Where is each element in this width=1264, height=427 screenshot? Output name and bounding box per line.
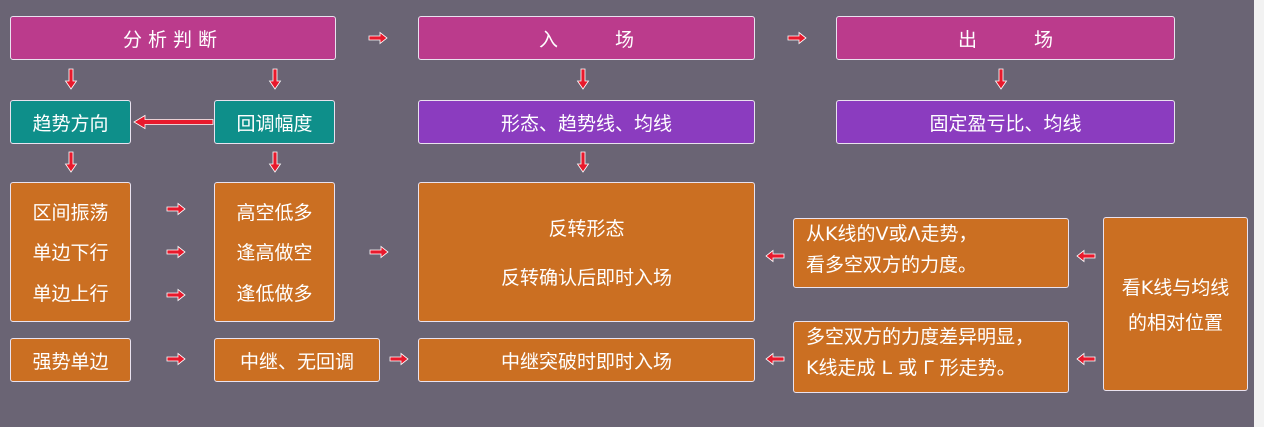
tactic-long-on-dip: 逢低做多 (236, 283, 313, 306)
arrow-lnote-to-relay-entry (765, 353, 785, 365)
relay-entry-box: 中继突破时即时入场 (418, 338, 755, 382)
k-vs-ma-box: 看K线与均线 的相对位置 (1103, 217, 1248, 391)
k-vs-ma-line1: 看K线与均线 (1121, 277, 1230, 299)
tactic-high-short-low-long: 高空低多 (236, 201, 313, 224)
arrow-range-to-tactic (166, 203, 186, 215)
relay-box: 中继、无回调 (214, 338, 380, 382)
market-up: 单边上行 (32, 283, 109, 306)
stage-entry: 入 场 (418, 16, 755, 60)
arrow-analysis-to-entry (368, 32, 388, 44)
stage-analysis: 分析判断 (10, 16, 336, 60)
reversal-entry: 反转确认后即时入场 (500, 267, 672, 289)
k-v-note-box: 从K线的V或Λ走势， 看多空双方的力度。 (793, 218, 1069, 288)
market-range: 区间振荡 (32, 201, 109, 224)
arrow-down-trend (65, 68, 77, 90)
arrow-relay-to-entry (389, 353, 409, 365)
tactic-short-on-rally: 逢高做空 (236, 242, 313, 265)
arrow-down-entry-basis (577, 68, 589, 90)
arrow-vnote-to-reversal (765, 250, 785, 262)
arrow-down-tactics (269, 151, 281, 173)
tactics-box: 高空低多 逢高做空 逢低做多 (214, 182, 335, 322)
arrow-down-reversal (577, 151, 589, 173)
pullback-box: 回调幅度 (214, 100, 335, 144)
entry-basis-box: 形态、趋势线、均线 (418, 100, 755, 144)
arrow-tactics-to-reversal (369, 246, 389, 258)
exit-basis-box: 固定盈亏比、均线 (836, 100, 1175, 144)
arrow-down-exit-basis (995, 68, 1007, 90)
k-vs-ma-line2: 的相对位置 (1127, 312, 1223, 334)
arrow-entry-to-exit (787, 32, 807, 44)
arrow-down-to-tactic (166, 246, 186, 258)
k-l-note-line1: 多空双方的力度差异明显， (806, 326, 1035, 348)
arrow-strong-to-relay (166, 353, 186, 365)
strong-trend-box: 强势单边 (10, 338, 131, 382)
k-l-note-line2: K线走成 L 或 Γ 形走势。 (806, 357, 1016, 379)
arrow-kma-to-lnote (1076, 353, 1096, 365)
reversal-pattern: 反转形态 (548, 218, 625, 240)
arrow-kma-to-vnote (1076, 250, 1096, 262)
arrow-pullback-to-trend (133, 114, 214, 130)
k-v-note-line2: 看多空双方的力度。 (806, 254, 978, 276)
k-l-note-box: 多空双方的力度差异明显， K线走成 L 或 Γ 形走势。 (793, 321, 1069, 393)
trend-direction-box: 趋势方向 (10, 100, 131, 144)
reversal-box: 反转形态 反转确认后即时入场 (418, 182, 755, 322)
market-conditions-box: 区间振荡 单边下行 单边上行 (10, 182, 131, 322)
right-edge-strip (1254, 0, 1264, 427)
k-v-note-line1: 从K线的V或Λ走势， (806, 223, 978, 245)
arrow-down-markets (65, 151, 77, 173)
arrow-down-pullback (269, 68, 281, 90)
stage-exit: 出 场 (836, 16, 1175, 60)
market-down: 单边下行 (32, 242, 109, 265)
arrow-up-to-tactic (166, 289, 186, 301)
